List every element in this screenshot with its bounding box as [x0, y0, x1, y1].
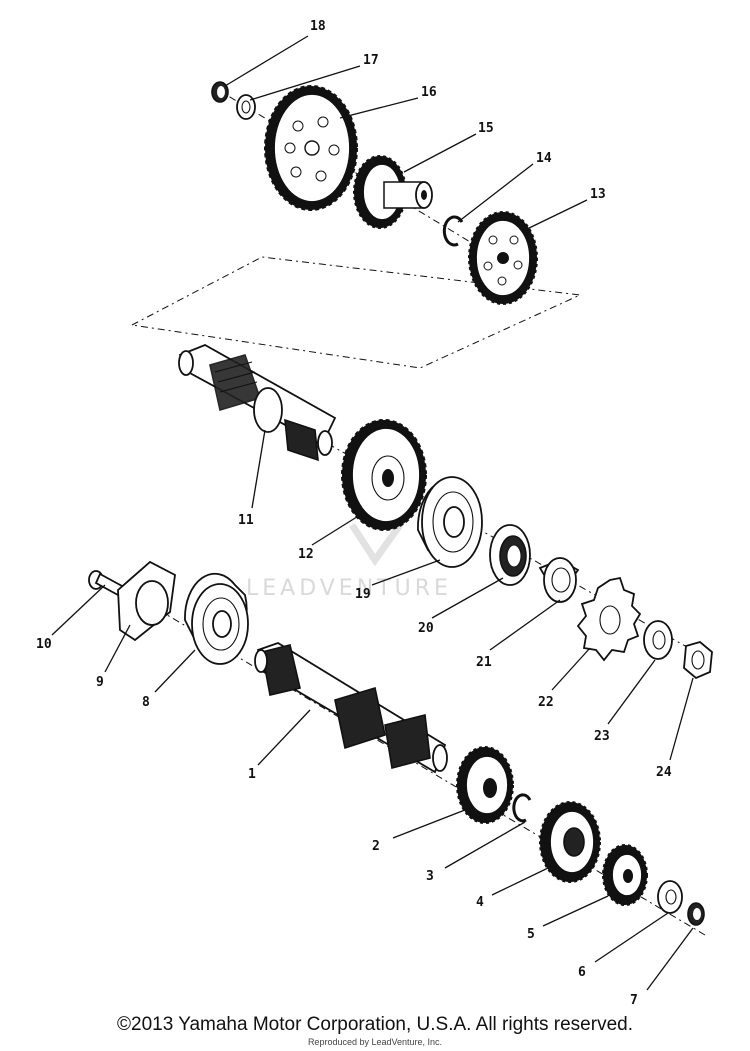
callout-6: 6 — [578, 965, 586, 980]
part-8-bearing — [184, 572, 249, 665]
part-13-gear — [468, 211, 538, 305]
callout-13: 13 — [590, 187, 606, 202]
part-21-collar — [538, 557, 580, 603]
callout-1: 1 — [248, 767, 256, 782]
part-23-lock-washer — [643, 620, 673, 660]
callout-16: 16 — [421, 85, 437, 100]
part-19-bearing — [417, 476, 483, 568]
callout-24: 24 — [656, 765, 672, 780]
part-24-nut — [683, 641, 713, 680]
part-9-plate — [117, 560, 176, 642]
part-16-gear — [264, 85, 358, 211]
callout-8: 8 — [142, 695, 150, 710]
callout-4: 4 — [476, 895, 484, 910]
callout-5: 5 — [527, 927, 535, 942]
part-2-gear — [456, 746, 514, 824]
part-12-gear — [341, 419, 427, 531]
callout-9: 9 — [96, 675, 104, 690]
part-10-bolt — [88, 570, 124, 597]
part-15-gear — [353, 155, 433, 229]
callout-21: 21 — [476, 655, 492, 670]
callout-23: 23 — [594, 729, 610, 744]
callouts: 18 17 16 15 14 13 11 12 19 20 21 22 23 2… — [36, 19, 672, 1008]
part-5-gear — [602, 844, 648, 906]
callout-20: 20 — [418, 621, 434, 636]
part-7-circlip — [687, 902, 705, 926]
copyright-notice: ©2013 Yamaha Motor Corporation, U.S.A. A… — [117, 1014, 633, 1035]
callout-19: 19 — [355, 587, 371, 602]
callout-2: 2 — [372, 839, 380, 854]
callout-18: 18 — [310, 19, 326, 34]
part-3-circlip — [512, 793, 532, 823]
part-11-shaft — [178, 344, 337, 462]
callout-17: 17 — [363, 53, 379, 68]
watermark: LEADVENTURE — [246, 522, 452, 601]
part-18-circlip — [211, 81, 229, 103]
callout-10: 10 — [36, 637, 52, 652]
callout-3: 3 — [426, 869, 434, 884]
callout-14: 14 — [536, 151, 552, 166]
part-4-gear — [539, 801, 601, 883]
callout-7: 7 — [630, 993, 638, 1008]
part-20-seal — [489, 524, 531, 586]
watermark-text: LEADVENTURE — [246, 576, 452, 601]
callout-12: 12 — [298, 547, 314, 562]
callout-22: 22 — [538, 695, 554, 710]
part-14-circlip — [442, 215, 464, 247]
transmission-exploded-diagram: LEADVENTURE — [36, 19, 713, 1008]
part-6-washer — [657, 880, 683, 914]
part-17-washer — [236, 94, 256, 120]
callout-15: 15 — [478, 121, 494, 136]
reproduced-by-notice: Reproduced by LeadVenture, Inc. — [307, 1037, 443, 1047]
leader-lines — [51, 35, 694, 991]
assembly-outline — [130, 256, 582, 369]
callout-11: 11 — [238, 513, 254, 528]
part-1-shaft — [254, 642, 448, 774]
part-22-sprocket — [576, 576, 642, 662]
